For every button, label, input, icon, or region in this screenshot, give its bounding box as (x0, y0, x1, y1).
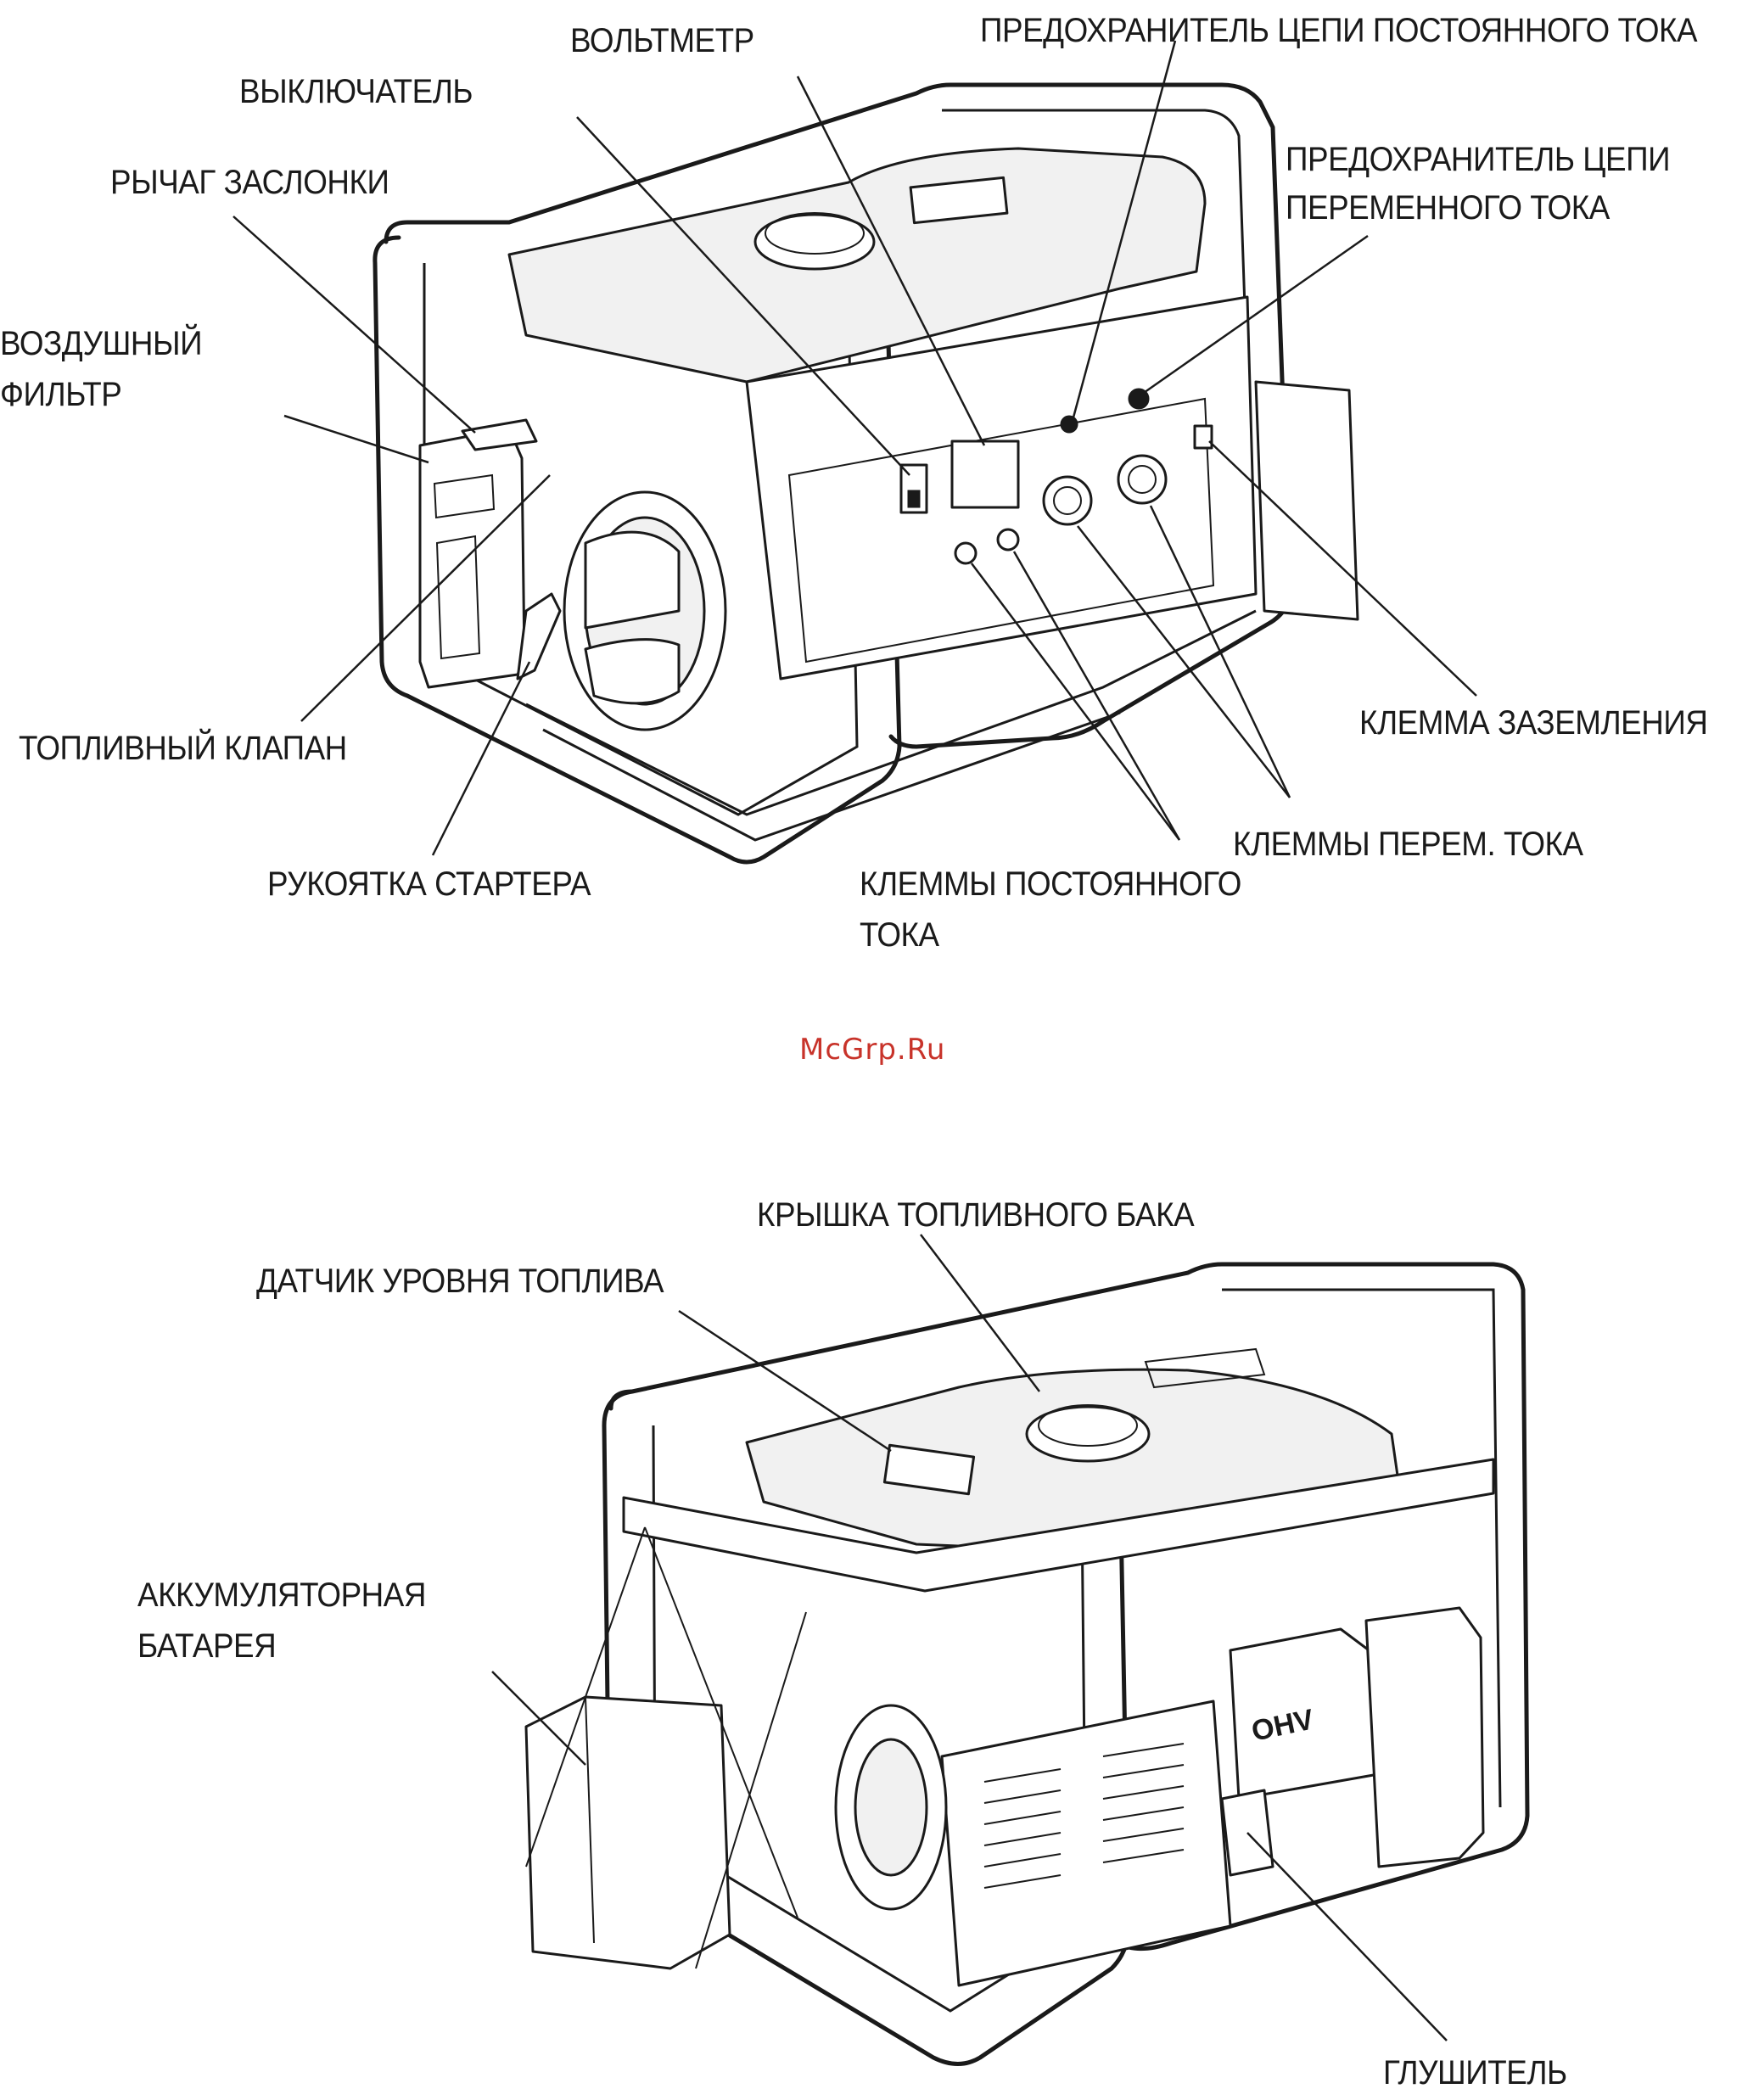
bottom-top-panel (622, 1458, 1495, 1593)
top-choke-lever (461, 418, 538, 451)
top-starter-handle (516, 592, 562, 680)
label-starter-handle: РУКОЯТКА СТАРТЕРА (267, 865, 591, 903)
top-frame (384, 82, 1292, 749)
label-air-filter-1: ВОЗДУШНЫЙ (0, 325, 203, 362)
top-air-filter (418, 427, 526, 689)
top-tank-cap (753, 213, 876, 271)
top-ac-socket-1 (1042, 475, 1093, 526)
bottom-frame-front-loop (602, 1389, 1131, 2066)
bottom-alternator (940, 1700, 1232, 1987)
top-dc-terminal-2 (996, 528, 1020, 552)
label-fuel-gauge: ДАТЧИК УРОВНЯ ТОПЛИВА (256, 1263, 664, 1300)
top-fuel-tank (507, 147, 1207, 384)
label-ac-fuse-1: ПРЕДОХРАНИТЕЛЬ ЦЕПИ (1286, 141, 1671, 178)
label-choke-lever: РЫЧАГ ЗАСЛОНКИ (110, 164, 389, 201)
top-dc-terminal-1 (954, 541, 978, 565)
label-dc-terminals-2: ТОКА (860, 916, 939, 954)
brand-watermark: McGrp.Ru (799, 1033, 946, 1067)
label-battery-1: АККУМУЛЯТОРНАЯ (137, 1576, 426, 1614)
top-tank-gauge (909, 176, 1009, 225)
label-muffler: ГЛУШИТЕЛЬ (1383, 2054, 1567, 2092)
bottom-louvres (983, 1743, 1185, 1889)
bottom-tank-gauge (882, 1443, 976, 1496)
top-voltmeter-box (950, 440, 1020, 509)
label-air-filter-2: ФИЛЬТР (0, 376, 122, 413)
top-frame-front-loop (373, 235, 902, 865)
top-leader-lines (232, 40, 1477, 856)
label-fuel-tank-cap: КРЫШКА ТОПЛИВНОГО БАКА (757, 1196, 1195, 1234)
label-switch: ВЫКЛЮЧАТЕЛЬ (239, 73, 473, 110)
label-dc-terminals-1: КЛЕММЫ ПОСТОЯННОГО (860, 865, 1241, 903)
bottom-air-filter (1364, 1606, 1485, 1868)
label-ground-terminal: КЛЕММА ЗАЗЕМЛЕНИЯ (1359, 704, 1708, 742)
top-ground-terminal (1193, 424, 1213, 450)
bottom-battery (524, 1695, 731, 1970)
top-ac-socket-2 (1117, 454, 1168, 505)
label-ac-terminals: КЛЕММЫ ПЕРЕМ. ТОКА (1233, 826, 1583, 863)
top-battery (1254, 380, 1359, 621)
label-dc-fuse: ПРЕДОХРАНИТЕЛЬ ЦЕПИ ПОСТОЯННОГО ТОКА (980, 12, 1698, 49)
label-battery-2: БАТАРЕЯ (137, 1627, 277, 1665)
label-ac-fuse-2: ПЕРЕМЕННОГО ТОКА (1286, 189, 1610, 227)
bottom-tank-cap (1025, 1405, 1151, 1463)
label-voltmeter: ВОЛЬТМЕТР (570, 22, 754, 59)
bottom-leader-lines (491, 1234, 1448, 2041)
top-generator (373, 82, 1359, 865)
label-fuel-valve: ТОПЛИВНЫЙ КЛАПАН (19, 730, 347, 767)
bottom-generator: OHV (524, 1262, 1530, 2066)
